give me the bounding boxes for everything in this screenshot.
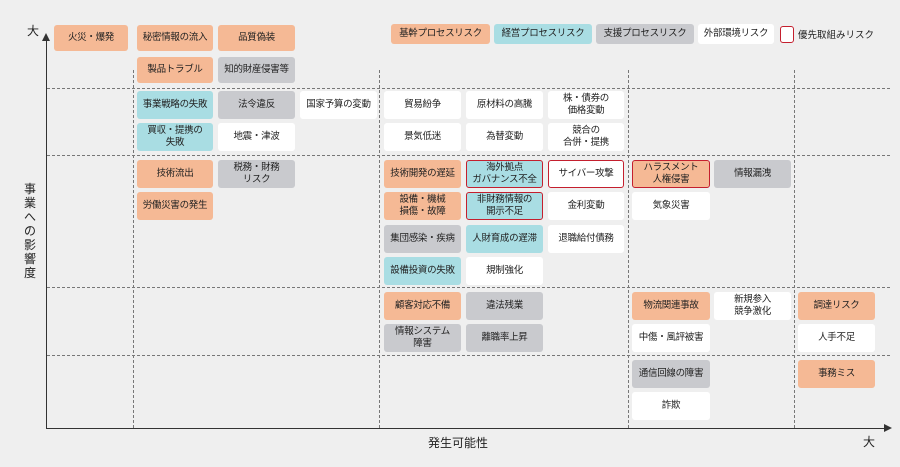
risk-national-budget-change: 国家予算の変動 (300, 91, 377, 119)
x-axis (46, 428, 885, 429)
legend-support-process: 支援プロセスリスク (596, 24, 694, 44)
risk-trade-dispute: 貿易紛争 (384, 91, 461, 119)
grid-hline-4 (47, 355, 890, 356)
grid-hline-2 (47, 155, 890, 156)
grid-hline-1 (47, 88, 890, 89)
legend-external-environment: 外部環境リスク (698, 24, 774, 44)
x-axis-arrow (884, 424, 892, 432)
risk-regulation-tightening: 規制強化 (466, 257, 543, 285)
risk-infection-disease: 集団感染・疾病 (384, 225, 461, 253)
risk-competitor-merger: 競合の 合併・提携 (548, 123, 624, 151)
risk-labor-shortage: 人手不足 (798, 324, 875, 352)
risk-earthquake-tsunami: 地震・津波 (218, 123, 295, 151)
risk-network-failure: 通信回線の障害 (632, 360, 710, 388)
risk-overseas-governance: 海外拠点 ガバナンス不全 (466, 160, 543, 188)
risk-confidential-info-inflow: 秘密情報の流入 (137, 25, 213, 51)
risk-legal-violation: 法令違反 (218, 91, 295, 119)
y-axis-max-label: 大 (27, 24, 40, 38)
risk-procurement: 調達リスク (798, 292, 875, 320)
grid-vline-2 (379, 70, 380, 428)
risk-strategy-failure: 事業戦略の失敗 (137, 91, 213, 119)
risk-clerical-error: 事務ミス (798, 360, 875, 388)
risk-ip-infringement: 知的財産侵害等 (218, 57, 295, 83)
risk-exchange-rate: 為替変動 (466, 123, 543, 151)
priority-swatch (780, 25, 794, 43)
legend-core-process: 基幹プロセスリスク (391, 24, 490, 44)
risk-new-entrants: 新規参入 競争激化 (714, 292, 791, 320)
risk-interest-rate: 金利変動 (548, 192, 624, 220)
grid-hline-3 (47, 287, 890, 288)
risk-economic-slump: 景気低迷 (384, 123, 461, 151)
risk-capex-failure: 設備投資の失敗 (384, 257, 461, 285)
y-axis-title: 事業への影響度 (24, 182, 37, 280)
risk-product-trouble: 製品トラブル (137, 57, 213, 83)
x-axis-title: 発生可能性 (428, 436, 489, 450)
risk-occupational-accident: 労働災害の発生 (137, 192, 213, 220)
y-axis (46, 40, 47, 429)
risk-quality-falsification: 品質偽装 (218, 25, 295, 51)
risk-cyber-attack: サイバー攻撃 (548, 160, 624, 188)
grid-vline-1 (133, 70, 134, 428)
risk-slander-rumor: 中傷・風評被害 (632, 324, 710, 352)
risk-illegal-overtime: 違法残業 (466, 292, 543, 320)
risk-equipment-damage: 設備・機械 損傷・故障 (384, 192, 461, 220)
risk-talent-dev-delay: 人財育成の遅滞 (466, 225, 543, 253)
legend-management-process: 経営プロセスリスク (494, 24, 592, 44)
risk-it-system-failure: 情報システム 障害 (384, 324, 461, 352)
risk-acquisition-failure: 買収・提携の 失敗 (137, 123, 213, 151)
risk-fraud: 詐欺 (632, 392, 710, 420)
x-axis-max-label: 大 (863, 435, 876, 449)
y-axis-arrow (42, 33, 50, 41)
risk-technology-leak: 技術流出 (137, 160, 213, 188)
grid-vline-4 (794, 70, 795, 428)
grid-vline-3 (628, 70, 629, 428)
legend-priority-label: 優先取組みリスク (798, 30, 875, 41)
risk-turnover-rise: 離職率上昇 (466, 324, 543, 352)
risk-securities-price-change: 株・債券の 価格変動 (548, 91, 624, 119)
risk-retirement-benefit: 退職給付債務 (548, 225, 624, 253)
risk-logistics-accident: 物流関連事故 (632, 292, 710, 320)
risk-raw-material-surge: 原材料の高騰 (466, 91, 543, 119)
risk-fire-explosion: 火災・爆発 (54, 25, 128, 51)
legend-priority: 優先取組みリスク (780, 24, 874, 44)
risk-harassment: ハラスメント 人権侵害 (632, 160, 710, 188)
risk-tech-dev-delay: 技術開発の遅延 (384, 160, 461, 188)
risk-customer-service-failure: 顧客対応不備 (384, 292, 461, 320)
risk-weather-disaster: 気象災害 (632, 192, 710, 220)
risk-tax-finance: 税務・財務 リスク (218, 160, 295, 188)
risk-non-financial-disclosure: 非財務情報の 開示不足 (466, 192, 543, 220)
risk-info-leak: 情報漏洩 (714, 160, 791, 188)
